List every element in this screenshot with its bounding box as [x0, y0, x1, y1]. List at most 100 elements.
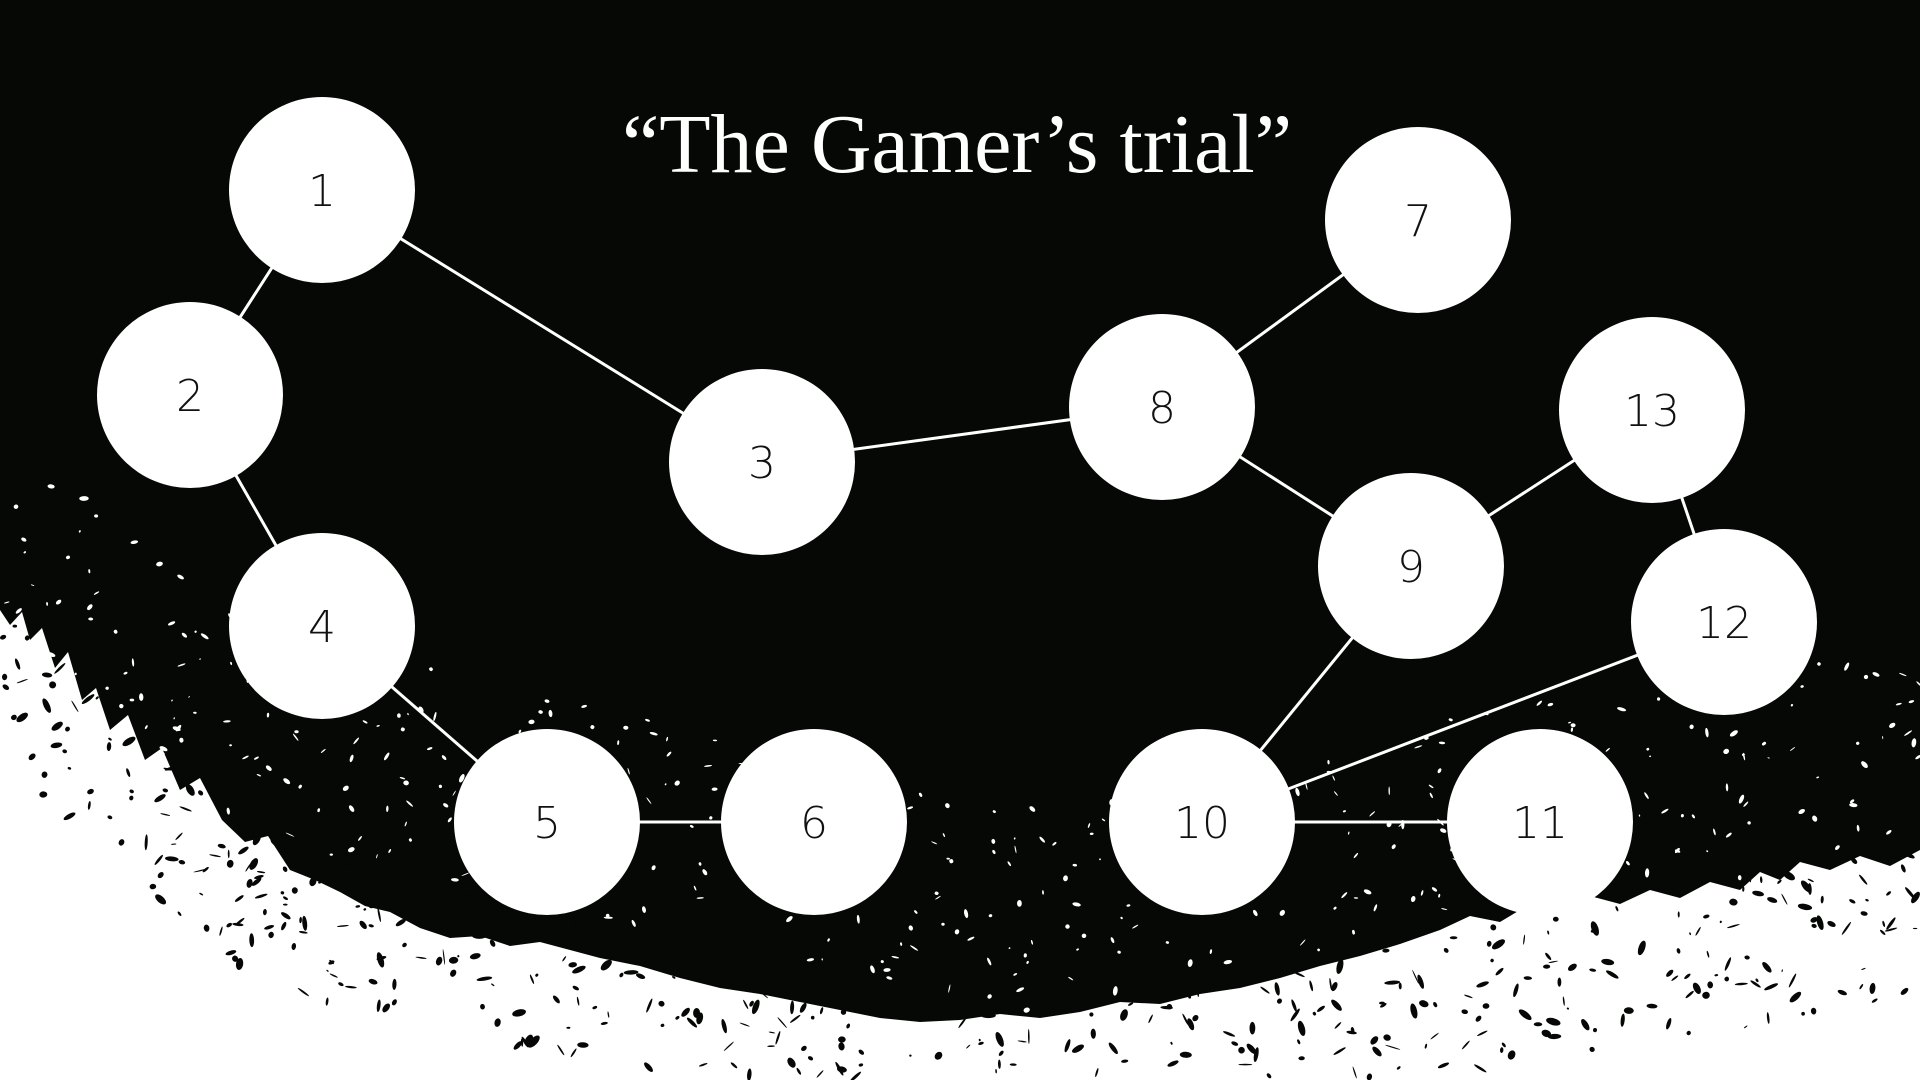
node-3: 3 — [669, 369, 855, 555]
splash-speck — [910, 945, 919, 951]
splash-fleck — [550, 926, 556, 942]
splash-speck — [1638, 814, 1641, 817]
node-5: 5 — [454, 729, 640, 915]
splash-speck — [1026, 960, 1029, 964]
splash-fleck — [382, 1003, 391, 1013]
splash-speck — [285, 832, 295, 837]
splash-speck — [538, 710, 543, 714]
splash-fleck — [41, 771, 48, 778]
splash-fleck — [238, 846, 249, 855]
node-circle — [1318, 473, 1504, 659]
splash-fleck — [1312, 1011, 1317, 1016]
splash-fleck — [1064, 1039, 1071, 1053]
splash-speck — [693, 885, 697, 891]
splash-fleck — [1541, 1029, 1552, 1038]
splash-speck — [1743, 801, 1749, 807]
splash-speck — [1738, 794, 1745, 804]
splash-fleck — [203, 924, 210, 932]
splash-fleck — [801, 1045, 807, 1052]
splash-fleck — [144, 834, 148, 851]
splash-speck — [177, 663, 186, 667]
splash-fleck — [789, 1014, 801, 1023]
splash-speck — [167, 621, 176, 626]
splash-fleck — [122, 736, 136, 747]
splash-speck — [13, 504, 19, 509]
splash-speck — [433, 711, 437, 722]
splash-speck — [544, 699, 550, 703]
splash-speck — [1014, 845, 1017, 854]
splash-speck — [699, 863, 702, 866]
splash-fleck — [402, 942, 407, 948]
splash-fleck — [283, 903, 288, 906]
splash-fleck — [787, 1057, 796, 1068]
splash-fleck — [232, 922, 244, 927]
node-label: 7 — [1404, 196, 1432, 247]
splash-speck — [1363, 889, 1372, 895]
splash-fleck — [775, 1031, 781, 1045]
splash-speck — [400, 727, 405, 732]
splash-fleck — [1646, 1003, 1658, 1009]
splash-fleck — [491, 905, 503, 913]
splash-speck — [1023, 953, 1027, 958]
splash-fleck — [280, 912, 291, 920]
splash-fleck — [1291, 999, 1297, 1012]
splash-speck — [144, 725, 148, 730]
splash-speck — [941, 922, 945, 926]
splash-fleck — [1749, 872, 1752, 883]
splash-fleck — [245, 862, 252, 872]
splash-fleck — [1581, 1019, 1590, 1031]
splash-fleck — [280, 891, 285, 895]
splash-speck — [1388, 786, 1390, 796]
splash-speck — [173, 717, 175, 720]
splash-fleck — [155, 894, 167, 905]
splash-speck — [1617, 707, 1627, 712]
splash-fleck — [1671, 975, 1679, 981]
splash-fleck — [1108, 1042, 1118, 1055]
splash-fleck — [576, 996, 580, 1006]
splash-speck — [200, 633, 209, 640]
splash-fleck — [819, 1007, 824, 1015]
splash-fleck — [1849, 899, 1856, 904]
splash-speck — [603, 916, 613, 919]
splash-fleck — [302, 915, 308, 931]
splash-fleck — [966, 1044, 971, 1049]
splash-fleck — [1331, 982, 1338, 992]
splash-speck — [1437, 768, 1442, 774]
splash-fleck — [435, 956, 443, 966]
splash-fleck — [1490, 958, 1494, 963]
splash-speck — [883, 968, 891, 972]
splash-fleck — [345, 985, 357, 989]
splash-fleck — [1290, 1008, 1300, 1022]
splash-speck — [1039, 836, 1046, 843]
splash-speck — [298, 784, 302, 789]
splash-fleck — [1346, 1030, 1357, 1035]
splash-fleck — [760, 991, 769, 999]
splash-fleck — [592, 1005, 598, 1010]
splash-fleck — [1789, 991, 1802, 1003]
splash-speck — [376, 854, 378, 859]
splash-fleck — [858, 1049, 865, 1055]
splash-fleck — [1719, 920, 1722, 924]
splash-fleck — [997, 1059, 1001, 1069]
splash-fleck — [840, 1009, 847, 1015]
splash-speck — [55, 599, 62, 605]
splash-fleck — [572, 965, 586, 974]
splash-speck — [1625, 860, 1630, 866]
splash-fleck — [291, 887, 298, 894]
splash-speck — [1911, 738, 1917, 748]
splash-fleck — [326, 969, 329, 972]
splash-speck — [988, 914, 993, 918]
splash-fleck — [560, 912, 567, 924]
splash-fleck — [819, 964, 825, 973]
splash-speck — [36, 641, 40, 645]
splash-fleck — [328, 960, 335, 965]
splash-fleck — [355, 905, 361, 908]
node-circle — [454, 729, 640, 915]
splash-fleck — [1090, 1028, 1096, 1039]
splash-speck — [581, 704, 588, 708]
splash-fleck — [1356, 948, 1360, 953]
splash-speck — [129, 698, 135, 702]
splash-speck — [386, 805, 389, 812]
splash-fleck — [1861, 967, 1866, 970]
splash-fleck — [1865, 898, 1869, 902]
